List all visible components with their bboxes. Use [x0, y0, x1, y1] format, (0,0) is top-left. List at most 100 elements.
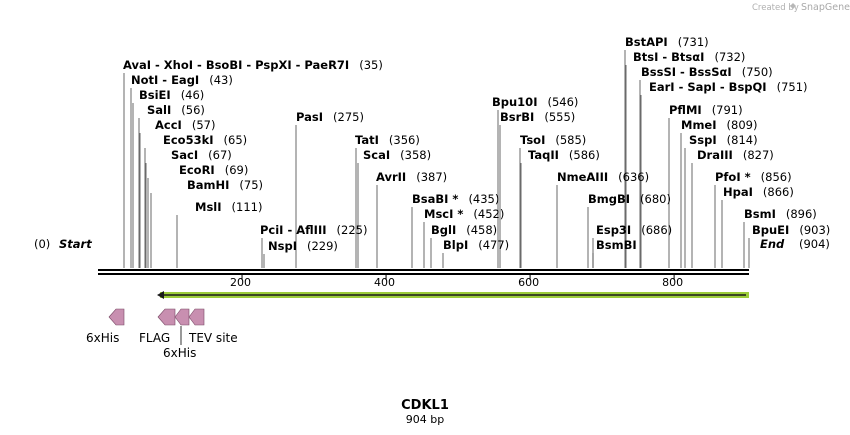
enzyme-name: EarI - SapI - BspQI [649, 80, 767, 94]
cut-site-lines [123, 50, 750, 268]
cut-position: (585) [555, 133, 586, 147]
sequence-length: 904 bp [406, 413, 444, 426]
cut-site-label[interactable]: Bpu10I(546) [492, 95, 578, 109]
cut-site-label[interactable]: ScaI(358) [363, 148, 431, 162]
cut-site-label[interactable]: SalI(56) [147, 103, 205, 117]
cut-site-label[interactable]: PflMI(791) [669, 103, 743, 117]
enzyme-name: DraIII [697, 148, 733, 162]
cut-site-label[interactable]: BsrBI(555) [500, 110, 575, 124]
ruler-tick-label: 600 [518, 276, 539, 289]
end-text: End [760, 237, 785, 251]
cut-position: (358) [400, 148, 431, 162]
cut-position: (732) [714, 50, 745, 64]
feature-6xhis-2[interactable] [174, 308, 190, 326]
credit-text: Created by [752, 3, 799, 13]
enzyme-name: BsmBI [596, 238, 637, 252]
enzyme-name: AvrII [376, 170, 406, 184]
end-position: (904) [799, 237, 830, 251]
cut-site-label[interactable]: BstAPI (731) [625, 35, 709, 49]
enzyme-name: PciI - AflIII [260, 223, 327, 237]
cut-position: (46) [181, 88, 205, 102]
end-label: End (904) [760, 237, 830, 251]
enzyme-name: BsiEI [139, 88, 171, 102]
start-position: (0) [34, 237, 50, 251]
enzyme-name: Eco53kI [163, 133, 214, 147]
feature-flag[interactable] [157, 308, 176, 326]
cut-site-label[interactable]: TsoI(585) [520, 133, 586, 147]
cut-site-label[interactable]: PfoI * (856) [715, 170, 792, 184]
cut-site-label[interactable]: EcoRI(69) [179, 163, 248, 177]
cut-position: (555) [544, 110, 575, 124]
cut-site-label[interactable]: NspI(229) [268, 239, 338, 253]
cut-position: (636) [618, 170, 649, 184]
cut-site-label[interactable]: BsmI(896) [744, 207, 817, 221]
enzyme-name: BssSI - BssSαI [641, 65, 732, 79]
cut-site-label[interactable]: BsiEI (46) [139, 88, 204, 102]
cut-position: (814) [727, 133, 758, 147]
cut-site-label[interactable]: SspI(814) [689, 133, 758, 147]
enzyme-name: BamHI [187, 178, 229, 192]
ruler-tick-label: 400 [374, 276, 395, 289]
start-text: Start [59, 237, 92, 251]
cut-site-label[interactable]: SacI(67) [171, 148, 232, 162]
cut-position: (43) [209, 73, 233, 87]
start-label: (0) Start [34, 237, 92, 251]
enzyme-name: PfoI * [715, 170, 751, 184]
cut-position: (751) [777, 80, 808, 94]
cut-site-label[interactable]: NotI - EagI(43) [131, 73, 233, 87]
feature-6xhis-1[interactable] [108, 308, 125, 326]
cut-site-label[interactable]: Esp3I(686) [596, 223, 672, 237]
snapgene-credit: Created by SnapGene [752, 2, 850, 13]
enzyme-name: BlpI [443, 238, 468, 252]
cut-site-label[interactable]: HpaI(866) [723, 185, 794, 199]
cut-site-label[interactable]: MslI(111) [195, 200, 262, 214]
cut-site-label[interactable]: TaqII(586) [528, 148, 600, 162]
cut-position: (275) [333, 110, 364, 124]
cut-site-label[interactable]: BmgBI(680) [588, 192, 671, 206]
enzyme-name: PasI [296, 110, 323, 124]
feature-tev-site[interactable] [188, 308, 205, 326]
cut-site-label[interactable]: EarI - SapI - BspQI (751) [649, 80, 808, 94]
cut-position: (387) [416, 170, 447, 184]
snapgene-logo-text: SnapGene [801, 2, 850, 13]
cut-site-label[interactable]: BssSI - BssSαI(750) [641, 65, 773, 79]
cut-site-label[interactable]: DraIII(827) [697, 148, 774, 162]
cut-site-label[interactable]: PciI - AflIII (225) [260, 223, 367, 237]
cut-position: (731) [678, 35, 709, 49]
cut-site-label[interactable]: AvrII (387) [376, 170, 447, 184]
cut-site-label[interactable]: MscI *(452) [424, 207, 504, 221]
cut-site-label[interactable]: AvaI - XhoI - BsoBI - PspXI - PaeR7I(35) [123, 58, 383, 72]
cut-position: (856) [761, 170, 792, 184]
cut-site-label[interactable]: BlpI(477) [443, 238, 509, 252]
cut-site-label[interactable]: PasI (275) [296, 110, 364, 124]
cut-position: (903) [799, 223, 830, 237]
cut-site-label[interactable]: Eco53kI(65) [163, 133, 247, 147]
cut-site-label[interactable]: TatI(356) [355, 133, 420, 147]
backbone-top-strand [98, 269, 749, 271]
cut-site-labels: AvaI - XhoI - BsoBI - PspXI - PaeR7I(35)… [123, 35, 830, 253]
cut-position: (809) [727, 118, 758, 132]
cut-site-label[interactable]: BglI(458) [431, 223, 497, 237]
cut-position: (225) [337, 223, 368, 237]
cut-site-label[interactable]: MmeI(809) [681, 118, 757, 132]
enzyme-name: BstAPI [625, 35, 668, 49]
cut-site-label[interactable]: BtsI - BtsαI(732) [633, 50, 745, 64]
cut-site-label[interactable]: BsmBI [596, 238, 637, 252]
cut-site-label[interactable]: BsaBI *(435) [412, 192, 499, 206]
cut-site-label[interactable]: BamHI(75) [187, 178, 263, 192]
orf-arrow[interactable] [157, 291, 749, 299]
cut-site-label[interactable]: AccI(57) [155, 118, 215, 132]
ruler-tick-label: 200 [230, 276, 251, 289]
feature-label-6xhis-1: 6xHis [86, 331, 119, 345]
cut-position: (866) [763, 185, 794, 199]
enzyme-name: BglI [431, 223, 456, 237]
enzyme-name: AccI [155, 118, 182, 132]
cut-site-label[interactable]: NmeAIII(636) [557, 170, 649, 184]
enzyme-name: SacI [171, 148, 198, 162]
cut-position: (546) [547, 95, 578, 109]
cut-site-label[interactable]: BpuEI(903) [752, 223, 830, 237]
features: 6xHis FLAG TEV site 6xHis [86, 308, 238, 360]
